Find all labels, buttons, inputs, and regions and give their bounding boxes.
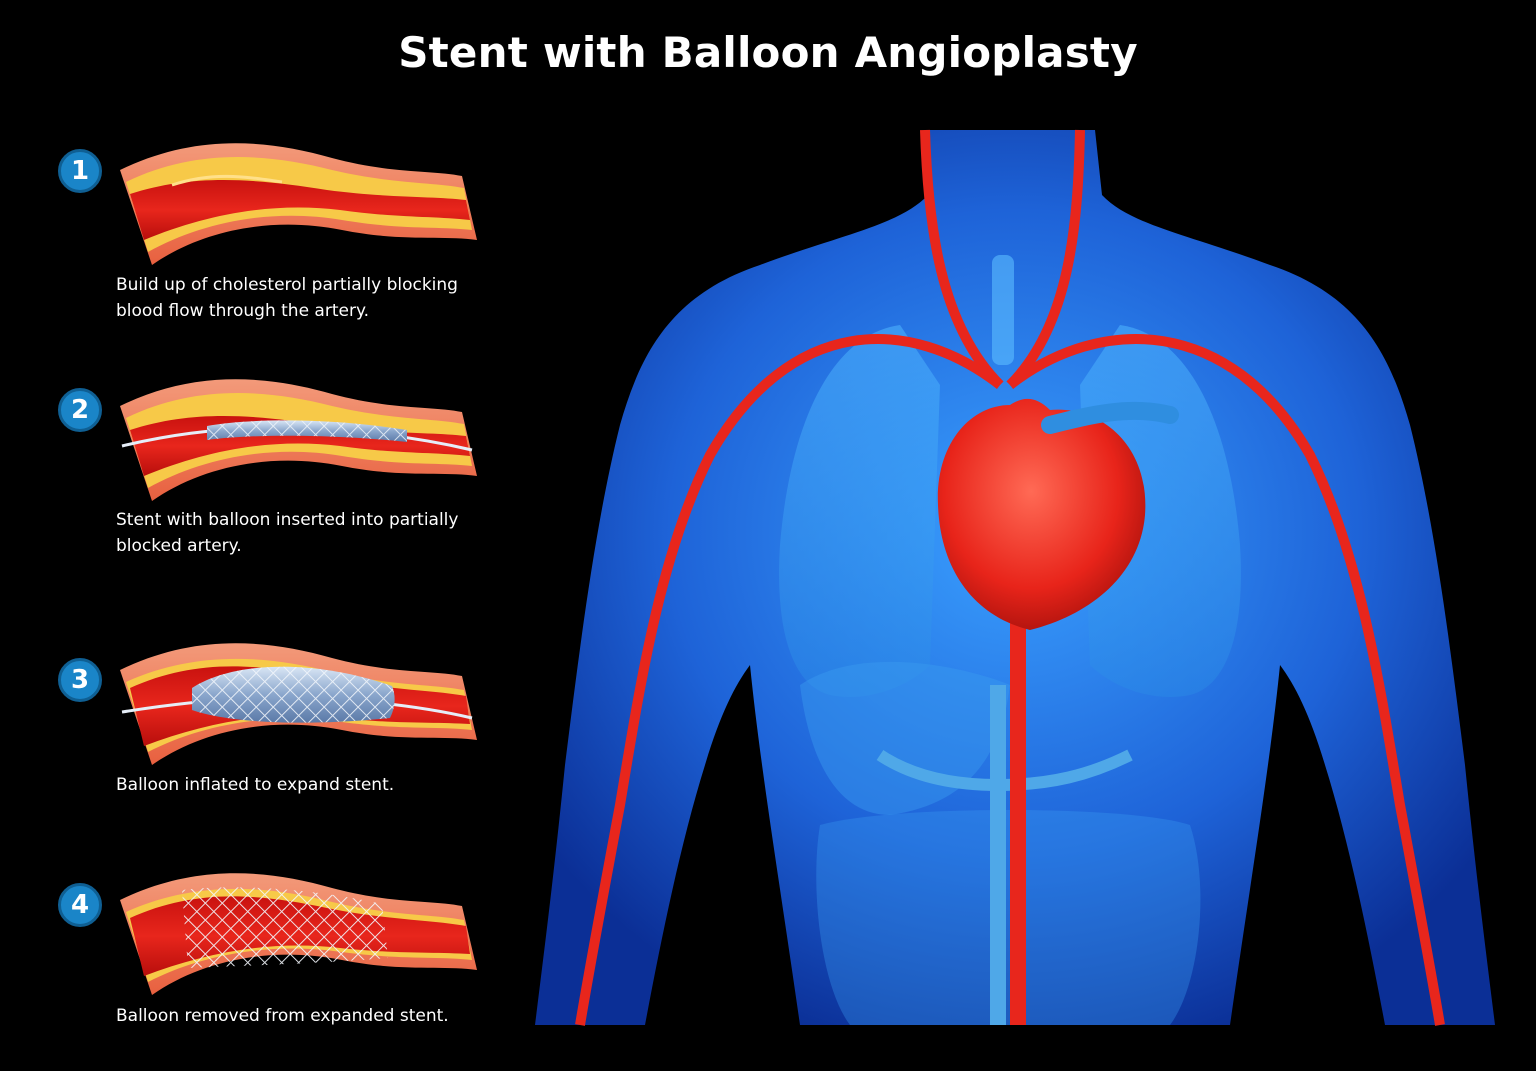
step-1-caption-line-2: blood flow through the artery.: [116, 298, 496, 324]
artery-step-2-illustration: [112, 366, 482, 506]
diagram-title: Stent with Balloon Angioplasty: [0, 28, 1536, 77]
step-2-caption-line-1: Stent with balloon inserted into partial…: [116, 507, 496, 533]
step-4-caption: Balloon removed from expanded stent.: [116, 1003, 496, 1029]
step-2-caption-line-2: blocked artery.: [116, 533, 496, 559]
torso-anatomy-illustration: [530, 125, 1500, 1030]
artery-step-3-illustration: [112, 630, 482, 770]
step-3-badge: 3: [58, 658, 102, 702]
trachea: [992, 255, 1014, 365]
step-3-caption-line-1: Balloon inflated to expand stent.: [116, 772, 496, 798]
step-1-caption: Build up of cholesterol partially blocki…: [116, 272, 496, 324]
step-1-badge: 1: [58, 149, 102, 193]
step-4-caption-line-1: Balloon removed from expanded stent.: [116, 1003, 496, 1029]
step-4-badge: 4: [58, 883, 102, 927]
step-2-caption: Stent with balloon inserted into partial…: [116, 507, 496, 559]
step-3-caption: Balloon inflated to expand stent.: [116, 772, 496, 798]
step-1-caption-line-1: Build up of cholesterol partially blocki…: [116, 272, 496, 298]
step-2-badge: 2: [58, 388, 102, 432]
artery-step-1-illustration: [112, 130, 482, 270]
intestines: [816, 810, 1200, 1025]
artery-step-4-illustration: [112, 860, 482, 1000]
